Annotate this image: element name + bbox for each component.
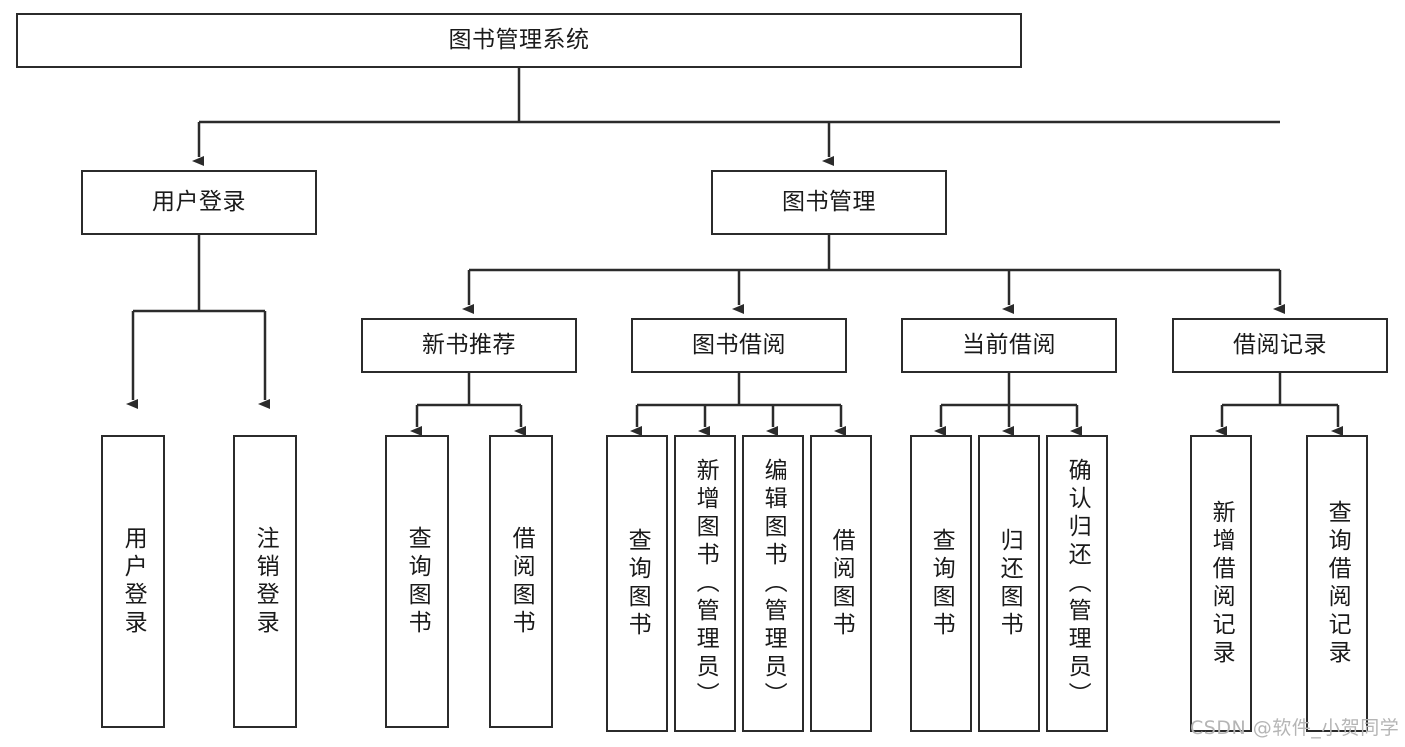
node-label: 查询图书	[404, 525, 431, 638]
node-user-login[interactable]: 用户登录	[81, 170, 317, 235]
node-label: 图书借阅	[692, 331, 786, 358]
node-label: 借阅图书	[828, 527, 855, 640]
node-new-book-recommend[interactable]: 新书推荐	[361, 318, 577, 373]
leaf-user-login[interactable]: 用户登录	[101, 435, 165, 728]
leaf-query-borrow-record[interactable]: 查询借阅记录	[1306, 435, 1368, 732]
node-borrow-record[interactable]: 借阅记录	[1172, 318, 1388, 373]
leaf-edit-book-admin[interactable]: 编辑图书（管理员）	[742, 435, 804, 732]
leaf-logout-login[interactable]: 注销登录	[233, 435, 297, 728]
node-label: 借阅图书	[508, 525, 535, 638]
node-label: 确认归还（管理员）	[1064, 457, 1091, 710]
leaf-query-book-recommend[interactable]: 查询图书	[385, 435, 449, 728]
csdn-watermark: CSDN @软件_小贺同学	[1190, 717, 1400, 739]
leaf-confirm-return-admin[interactable]: 确认归还（管理员）	[1046, 435, 1108, 732]
node-label: 查询借阅记录	[1324, 499, 1351, 668]
node-label: 新增借阅记录	[1208, 499, 1235, 668]
leaf-add-borrow-record[interactable]: 新增借阅记录	[1190, 435, 1252, 732]
node-label: 用户登录	[120, 525, 147, 638]
node-root-system[interactable]: 图书管理系统	[16, 13, 1022, 68]
node-current-borrow[interactable]: 当前借阅	[901, 318, 1117, 373]
node-label: 归还图书	[996, 527, 1023, 640]
leaf-query-book-borrow[interactable]: 查询图书	[606, 435, 668, 732]
node-label: 当前借阅	[962, 331, 1056, 358]
node-label: 图书管理系统	[448, 26, 590, 53]
leaf-borrow-book[interactable]: 借阅图书	[810, 435, 872, 732]
node-label: 新书推荐	[422, 331, 516, 358]
leaf-borrow-book-recommend[interactable]: 借阅图书	[489, 435, 553, 728]
leaf-return-book[interactable]: 归还图书	[978, 435, 1040, 732]
leaf-add-book-admin[interactable]: 新增图书（管理员）	[674, 435, 736, 732]
node-label: 借阅记录	[1233, 331, 1327, 358]
node-label: 编辑图书（管理员）	[760, 457, 787, 710]
node-label: 查询图书	[928, 527, 955, 640]
node-book-management[interactable]: 图书管理	[711, 170, 947, 235]
node-label: 用户登录	[152, 188, 246, 215]
node-book-borrow[interactable]: 图书借阅	[631, 318, 847, 373]
node-label: 查询图书	[624, 527, 651, 640]
node-label: 图书管理	[782, 188, 876, 215]
node-label: 注销登录	[252, 525, 279, 638]
node-label: 新增图书（管理员）	[692, 457, 719, 710]
leaf-query-book-current[interactable]: 查询图书	[910, 435, 972, 732]
